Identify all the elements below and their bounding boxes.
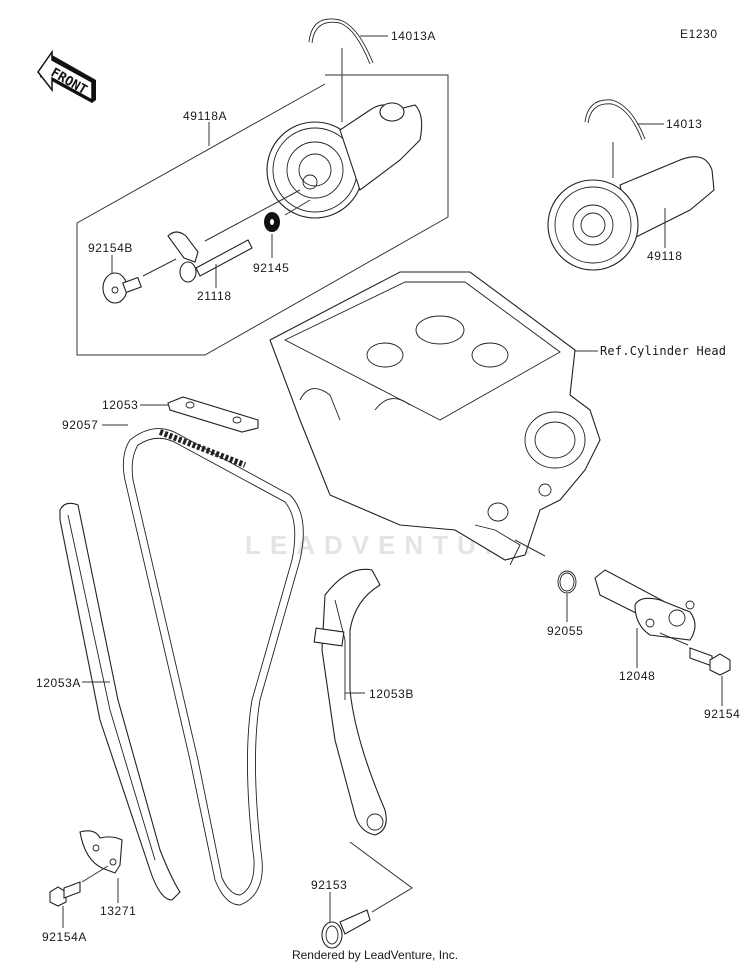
part-label-14013[interactable]: 14013 (666, 117, 703, 131)
intake-camshaft-part (547, 142, 715, 271)
part-label-12053[interactable]: 12053 (102, 398, 139, 412)
pivot-bolt-part (321, 841, 413, 949)
chain-guide-front-part (59, 502, 181, 901)
part-label-12048[interactable]: 12048 (619, 669, 656, 683)
footer-credit: Rendered by LeadVenture, Inc. (291, 948, 459, 962)
part-label-14013a[interactable]: 14013A (391, 29, 436, 43)
o-ring-part (557, 570, 577, 622)
part-label-92154[interactable]: 92154 (704, 707, 741, 721)
reference-label-cylinder-head[interactable]: Ref.Cylinder Head (600, 344, 727, 358)
part-label-92153[interactable]: 92153 (311, 878, 348, 892)
assembly-bracket (76, 48, 449, 356)
part-label-92154b[interactable]: 92154B (88, 241, 133, 255)
cam-chain-guide-part (584, 99, 646, 140)
part-label-92145[interactable]: 92145 (253, 261, 290, 275)
chain-guide-top-part (140, 396, 259, 433)
part-label-49118a[interactable]: 49118A (183, 109, 228, 123)
bolt-b-part (102, 255, 177, 304)
part-label-92154a[interactable]: 92154A (42, 930, 87, 944)
part-label-12053b[interactable]: 12053B (369, 687, 414, 701)
cam-chain-part (102, 424, 304, 906)
part-label-92055[interactable]: 92055 (547, 624, 584, 638)
cylinder-head-part (269, 271, 601, 566)
decompression-lever-part (167, 189, 301, 288)
front-arrow-icon: FRONT (37, 49, 96, 103)
exhaust-camshaft-part (266, 102, 423, 219)
part-label-49118[interactable]: 49118 (647, 249, 683, 263)
part-label-21118[interactable]: 21118 (197, 289, 232, 303)
chain-guide-rear-part (313, 568, 387, 836)
part-label-12053a[interactable]: 12053A (36, 676, 81, 690)
part-label-92057[interactable]: 92057 (62, 418, 99, 432)
guide-plate-part (79, 830, 123, 903)
diagram-code: E1230 (680, 27, 718, 41)
part-label-13271[interactable]: 13271 (100, 904, 137, 918)
bolt-part (689, 647, 731, 706)
cam-chain-guide-a-part (308, 18, 374, 64)
spring-part (264, 199, 311, 258)
bolt-a-part (49, 881, 81, 928)
chain-tensioner-part (594, 569, 696, 668)
